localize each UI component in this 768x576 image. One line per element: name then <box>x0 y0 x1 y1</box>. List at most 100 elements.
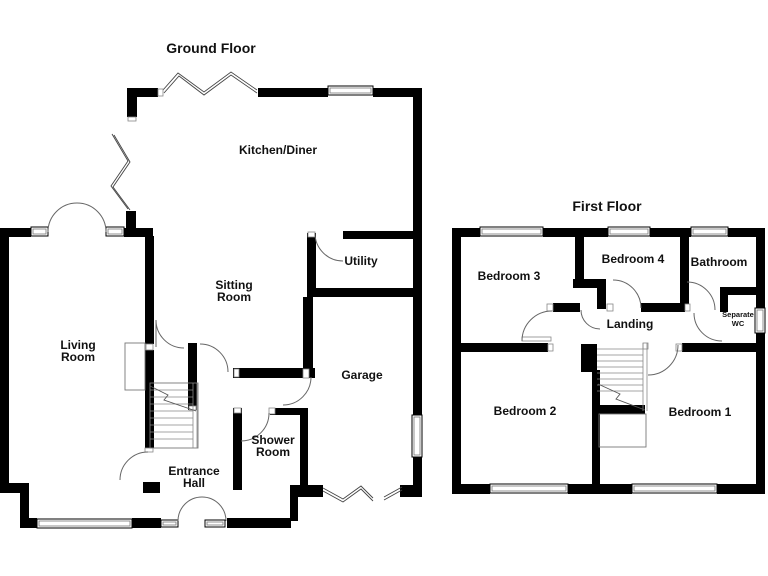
window-pane <box>162 521 177 526</box>
label-entrance-hall-line2: Hall <box>183 476 205 490</box>
window-sidelight <box>204 519 226 528</box>
wall <box>452 228 480 237</box>
window-pane <box>38 520 131 527</box>
window-pane <box>633 485 716 492</box>
door-arc-bedroom1 <box>647 344 679 376</box>
door-arc-patio-left <box>47 202 78 233</box>
window-pane <box>413 416 421 456</box>
label-separate-wc-line1: Separate <box>722 310 754 319</box>
door-jamb <box>127 116 137 122</box>
door-jamb <box>546 303 554 312</box>
wall <box>720 287 757 295</box>
window <box>327 85 374 96</box>
label-bedroom1: Bedroom 1 <box>669 405 732 419</box>
wall <box>132 518 161 528</box>
wall <box>343 231 413 239</box>
window <box>607 226 651 237</box>
door-arc-garage <box>282 376 312 406</box>
wall <box>124 228 153 237</box>
wall <box>233 368 303 378</box>
fireplace <box>124 342 146 391</box>
door-jamb <box>145 343 154 351</box>
door-arc-living-room <box>119 451 149 481</box>
label-bedroom4: Bedroom 4 <box>602 252 665 266</box>
wall <box>543 228 608 237</box>
wall <box>682 343 757 352</box>
wall <box>597 279 606 309</box>
wall <box>575 236 584 283</box>
first-floor-plan: First Floor Bedroom 3 Bedroom 4 Bathroom… <box>452 198 766 494</box>
door-arc-front-right <box>201 496 227 522</box>
wall <box>188 343 197 410</box>
break-line <box>383 489 403 501</box>
door-arc-separate-wc <box>693 312 723 342</box>
wall <box>373 88 421 97</box>
door-jamb <box>684 303 691 312</box>
label-sitting-room-line1: Sitting <box>215 278 252 292</box>
wall <box>597 405 645 414</box>
wall <box>568 484 632 494</box>
door-arc-hall <box>199 343 229 373</box>
ground-floor-plan: Ground Floor Kitchen/Diner Utility Sitti… <box>0 40 423 529</box>
label-living-room-line2: Room <box>61 350 95 364</box>
window-pane <box>491 485 567 492</box>
label-shower-room-line2: Room <box>256 445 290 459</box>
wall <box>650 228 691 237</box>
wall <box>309 368 315 378</box>
door-arc-bedroom4 <box>612 279 642 309</box>
window <box>105 226 125 237</box>
ground-labels: Ground Floor Kitchen/Diner Utility Sitti… <box>60 40 383 490</box>
wall <box>303 297 313 378</box>
wall <box>400 485 422 497</box>
door-jamb <box>302 368 310 379</box>
wall <box>728 228 765 237</box>
label-landing: Landing <box>607 317 654 331</box>
wall <box>641 303 685 312</box>
wall <box>127 88 137 117</box>
label-entrance-hall-line1: Entrance <box>168 464 220 478</box>
window <box>754 307 766 334</box>
wall <box>457 343 548 352</box>
window <box>489 483 569 494</box>
label-garage: Garage <box>341 368 383 382</box>
wall <box>452 228 461 493</box>
label-utility: Utility <box>344 254 378 268</box>
window <box>30 226 49 237</box>
label-bedroom3: Bedroom 3 <box>478 269 541 283</box>
window <box>36 518 133 529</box>
ground-break-lines <box>110 71 403 503</box>
wall <box>20 483 29 528</box>
wall <box>0 483 28 493</box>
wall <box>143 482 160 493</box>
break-line <box>162 71 258 93</box>
first-stairs <box>597 343 648 448</box>
break-line <box>322 488 374 503</box>
door-jamb <box>606 303 614 312</box>
door-arc-sitting-room <box>155 319 185 349</box>
break-line <box>163 74 258 96</box>
door-jamb <box>144 447 154 453</box>
window-sidelight <box>160 519 179 528</box>
first-doors <box>521 279 723 376</box>
wall <box>413 455 422 487</box>
door-jamb <box>307 231 316 238</box>
wall <box>145 350 154 448</box>
wall <box>307 288 420 297</box>
door-jamb <box>268 407 276 415</box>
wall <box>717 484 765 494</box>
wall <box>127 88 158 97</box>
first-walls <box>452 228 765 494</box>
first-door-jambs <box>546 303 691 352</box>
wall <box>413 88 422 417</box>
wall <box>452 484 490 494</box>
wall <box>145 236 154 344</box>
window-pane <box>32 228 47 235</box>
break-line <box>112 134 131 211</box>
window-pane <box>756 309 764 332</box>
door-arc-bedroom3 <box>521 310 553 342</box>
label-shower-room-line1: Shower <box>251 433 295 447</box>
break-line <box>322 485 374 500</box>
door-arc-front-left <box>177 496 203 522</box>
